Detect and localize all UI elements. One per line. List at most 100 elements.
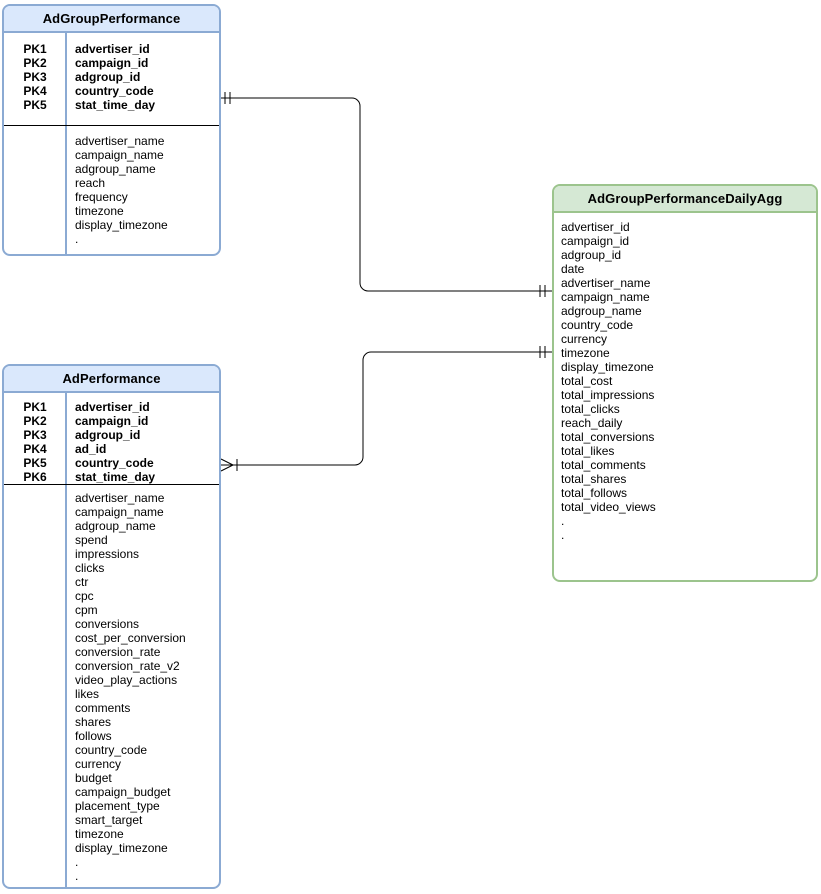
attribute-row: advertiser_name	[554, 276, 816, 290]
connector-adperformance-to-dailyagg[interactable]	[220, 346, 552, 472]
attribute-row: date	[554, 262, 816, 276]
primary-key-row: PK6 stat_time_day	[4, 470, 219, 484]
attribute-name: timezone	[561, 346, 610, 360]
attribute-name: total_comments	[561, 458, 646, 472]
empty-key-cell	[4, 757, 66, 771]
empty-key-cell	[4, 603, 66, 617]
pk-field-name: campaign_id	[75, 56, 149, 70]
connector-adgroupperformance-to-dailyagg[interactable]	[221, 92, 552, 297]
pk-field-name: country_code	[75, 84, 154, 98]
attribute-row: campaign_name	[4, 148, 219, 162]
empty-key-cell	[4, 743, 66, 757]
empty-key-cell	[4, 813, 66, 827]
entity-body: PK1 advertiser_id PK2 campaign_id PK3 ad…	[4, 393, 219, 887]
attribute-row: adgroup_name	[4, 519, 219, 533]
empty-key-cell	[4, 827, 66, 841]
crow-foot-icon	[220, 464, 234, 472]
attribute-name: country_code	[561, 318, 634, 332]
attribute-name: conversion_rate_v2	[75, 659, 180, 673]
attribute-row: budget	[4, 771, 219, 785]
pk-field-name: advertiser_id	[75, 400, 150, 414]
empty-key-cell	[4, 575, 66, 589]
attribute-row: .	[4, 855, 219, 869]
attribute-name: campaign_id	[561, 234, 630, 248]
attribute-row: adgroup_name	[4, 162, 219, 176]
attribute-name: .	[561, 514, 565, 528]
empty-key-cell	[4, 246, 66, 254]
attribute-name: timezone	[75, 827, 124, 841]
entity-adperformance[interactable]: AdPerformance PK1 advertiser_id PK2 camp…	[2, 364, 221, 889]
attributes-section: advertiser_name campaign_name adgroup_na…	[4, 126, 219, 254]
crow-foot-icon	[220, 458, 234, 466]
attribute-row: country_code	[4, 743, 219, 757]
attribute-row: total_conversions	[554, 430, 816, 444]
attribute-name: frequency	[75, 190, 128, 204]
empty-key-cell	[4, 701, 66, 715]
empty-key-cell	[4, 561, 66, 575]
primary-key-row: PK5 country_code	[4, 456, 219, 470]
primary-key-row: PK4 country_code	[4, 84, 219, 98]
attribute-name: .	[561, 528, 565, 542]
attribute-name: timezone	[75, 204, 124, 218]
attribute-name: cpc	[75, 589, 94, 603]
attribute-name: likes	[75, 687, 100, 701]
empty-key-cell	[4, 491, 66, 505]
pk-field-name: advertiser_id	[75, 42, 150, 56]
attribute-name: campaign_name	[75, 148, 164, 162]
attribute-name: total_shares	[561, 472, 627, 486]
attribute-row: reach	[4, 176, 219, 190]
attribute-name: total_cost	[561, 374, 613, 388]
empty-key-cell	[4, 785, 66, 799]
empty-key-cell	[4, 232, 66, 246]
attribute-row: comments	[4, 701, 219, 715]
primary-key-row: PK3 adgroup_id	[4, 428, 219, 442]
attribute-name: .	[75, 869, 79, 883]
primary-key-section: PK1 advertiser_id PK2 campaign_id PK3 ad…	[4, 33, 219, 126]
pk-field-name: campaign_id	[75, 414, 149, 428]
attribute-row: clicks	[4, 561, 219, 575]
attribute-row: conversions	[4, 617, 219, 631]
attribute-row: conversion_rate	[4, 645, 219, 659]
empty-key-cell	[4, 204, 66, 218]
empty-key-cell	[4, 869, 66, 883]
attribute-row: campaign_name	[554, 290, 816, 304]
pk-field-name: adgroup_id	[75, 70, 141, 84]
pk-field-name: stat_time_day	[75, 98, 156, 112]
pk-label: PK1	[23, 400, 47, 414]
primary-key-row: PK2 campaign_id	[4, 56, 219, 70]
attribute-name: currency	[561, 332, 608, 346]
attribute-name: adgroup_name	[75, 519, 156, 533]
entity-adgroupperformancedailyagg[interactable]: AdGroupPerformanceDailyAgg advertiser_id…	[552, 184, 818, 582]
entity-adgroupperformance[interactable]: AdGroupPerformance PK1 advertiser_id PK2…	[2, 4, 221, 256]
attribute-row: follows	[4, 729, 219, 743]
attribute-name: total_clicks	[561, 402, 620, 416]
attribute-row: currency	[4, 757, 219, 771]
attribute-name: country_code	[75, 743, 148, 757]
empty-key-cell	[4, 547, 66, 561]
attribute-row: .	[554, 528, 816, 542]
attribute-row: total_shares	[554, 472, 816, 486]
attribute-name: budget	[75, 771, 112, 785]
attribute-row: cpm	[4, 603, 219, 617]
pk-label: PK6	[23, 470, 47, 484]
attribute-row: campaign_id	[554, 234, 816, 248]
empty-key-cell	[4, 617, 66, 631]
attribute-row: cost_per_conversion	[4, 631, 219, 645]
empty-key-cell	[4, 799, 66, 813]
pk-label: PK1	[23, 42, 47, 56]
attribute-name: placement_type	[75, 799, 160, 813]
empty-key-cell	[4, 729, 66, 743]
attributes-section: advertiser_name campaign_name adgroup_na…	[4, 485, 219, 883]
empty-key-cell	[4, 645, 66, 659]
attribute-name: shares	[75, 715, 112, 729]
key-column-divider	[65, 33, 67, 254]
entity-title: AdPerformance	[4, 366, 219, 393]
attribute-row: total_video_views	[554, 500, 816, 514]
attribute-row: smart_target	[4, 813, 219, 827]
attribute-row: .	[4, 246, 219, 254]
attribute-row: total_impressions	[554, 388, 816, 402]
attribute-name: total_conversions	[561, 430, 655, 444]
attribute-row: total_cost	[554, 374, 816, 388]
primary-key-row: PK4 ad_id	[4, 442, 219, 456]
